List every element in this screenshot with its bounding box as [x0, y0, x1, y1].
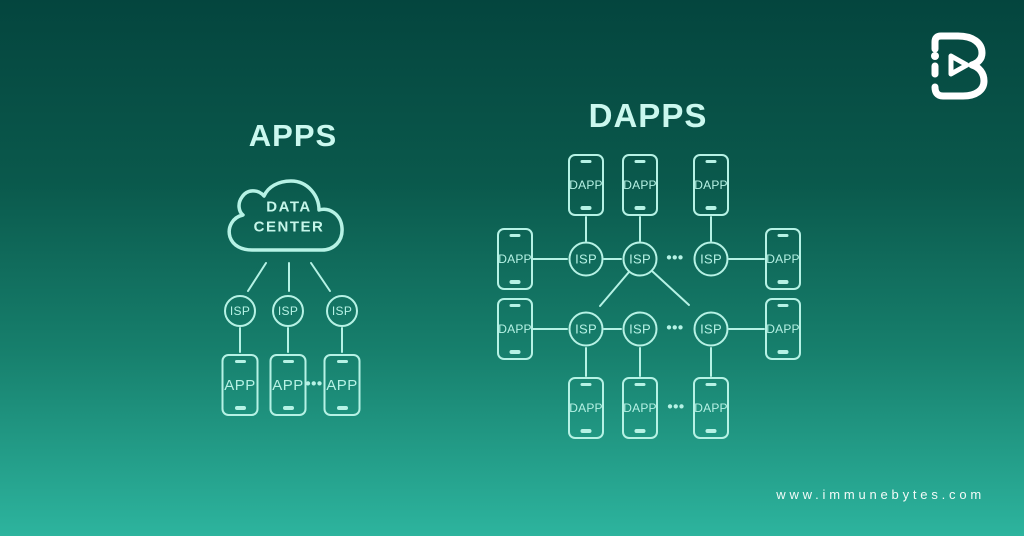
isp-label: ISP	[629, 321, 651, 337]
phone-home-button	[777, 279, 789, 284]
phone-speaker-bar	[282, 360, 294, 363]
phone-speaker-bar	[580, 160, 592, 163]
isp-node: ISP	[693, 311, 729, 347]
isp-label: ISP	[629, 251, 651, 267]
phone-speaker-bar	[634, 160, 646, 163]
phone-home-button	[282, 405, 294, 410]
isp-label: ISP	[700, 321, 722, 337]
phone-speaker-bar	[509, 304, 521, 307]
cloud-label: DATA CENTER	[254, 198, 325, 237]
phone-label: DAPP	[694, 401, 728, 415]
website-url: www.immunebytes.com	[776, 487, 985, 502]
apps-connectors	[239, 262, 343, 353]
isp-label: ISP	[331, 304, 353, 318]
phone-node-dapp: DAPP	[497, 228, 533, 290]
cloud-label-line1: DATA	[266, 198, 312, 216]
phone-label: APP	[326, 376, 358, 394]
ellipsis-dots: •••	[305, 375, 323, 393]
isp-label: ISP	[277, 304, 299, 318]
phone-home-button	[705, 205, 717, 210]
ellipsis-dots: •••	[666, 319, 684, 337]
dapps-title: DAPPS	[588, 97, 708, 134]
isp-label: ISP	[700, 251, 722, 267]
phone-speaker-bar	[336, 360, 348, 363]
ellipsis-dots: •••	[667, 398, 685, 416]
phone-home-button	[336, 405, 348, 410]
immunebytes-logo-icon	[931, 32, 988, 100]
phone-speaker-bar	[777, 304, 789, 307]
phone-label: DAPP	[623, 178, 657, 192]
phone-home-button	[234, 405, 246, 410]
dapps-connectors	[532, 216, 765, 377]
phone-label: APP	[272, 376, 304, 394]
phone-node-dapp: DAPP	[568, 377, 604, 439]
cloud-icon	[227, 179, 344, 252]
phone-node-dapp: DAPP	[622, 377, 658, 439]
isp-node: ISP	[326, 295, 358, 327]
phone-node-app: APP	[221, 354, 259, 416]
phone-home-button	[580, 205, 592, 210]
phone-node-app: APP	[323, 354, 361, 416]
isp-node: ISP	[568, 241, 604, 277]
phone-node-dapp: DAPP	[568, 154, 604, 216]
phone-speaker-bar	[234, 360, 246, 363]
apps-title: APPS	[248, 118, 338, 153]
phone-speaker-bar	[705, 160, 717, 163]
phone-label: DAPP	[498, 322, 532, 336]
phone-home-button	[509, 279, 521, 284]
phone-speaker-bar	[634, 383, 646, 386]
ellipsis-dots: •••	[666, 249, 684, 267]
phone-speaker-bar	[509, 234, 521, 237]
phone-node-dapp: DAPP	[765, 228, 801, 290]
isp-node: ISP	[224, 295, 256, 327]
phone-speaker-bar	[705, 383, 717, 386]
phone-label: DAPP	[569, 178, 603, 192]
phone-node-dapp: DAPP	[765, 298, 801, 360]
isp-label: ISP	[575, 251, 597, 267]
phone-home-button	[634, 428, 646, 433]
cloud-label-line2: CENTER	[253, 218, 325, 235]
phone-speaker-bar	[777, 234, 789, 237]
phone-speaker-bar	[580, 383, 592, 386]
phone-label: DAPP	[766, 322, 800, 336]
isp-node: ISP	[568, 311, 604, 347]
phone-label: DAPP	[498, 252, 532, 266]
phone-node-dapp: DAPP	[497, 298, 533, 360]
phone-node-dapp: DAPP	[622, 154, 658, 216]
phone-node-app: APP	[269, 354, 307, 416]
phone-home-button	[777, 349, 789, 354]
isp-node: ISP	[622, 241, 658, 277]
phone-label: DAPP	[694, 178, 728, 192]
phone-label: APP	[224, 376, 256, 394]
phone-label: DAPP	[569, 401, 603, 415]
isp-label: ISP	[229, 304, 251, 318]
isp-node: ISP	[693, 241, 729, 277]
phone-node-dapp: DAPP	[693, 377, 729, 439]
isp-node: ISP	[622, 311, 658, 347]
phone-home-button	[705, 428, 717, 433]
phone-node-dapp: DAPP	[693, 154, 729, 216]
phone-label: DAPP	[623, 401, 657, 415]
isp-node: ISP	[272, 295, 304, 327]
isp-label: ISP	[575, 321, 597, 337]
phone-home-button	[509, 349, 521, 354]
phone-home-button	[634, 205, 646, 210]
phone-label: DAPP	[766, 252, 800, 266]
phone-home-button	[580, 428, 592, 433]
